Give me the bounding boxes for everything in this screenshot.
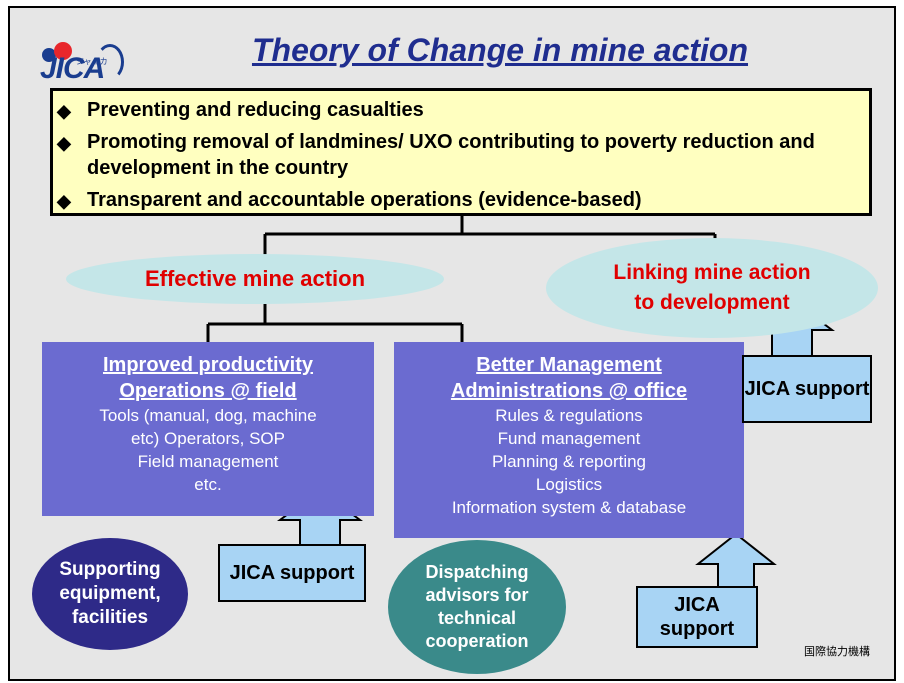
management-line: Logistics bbox=[535, 475, 603, 494]
jica-support-box-management: JICA support bbox=[636, 586, 758, 648]
goals-box: ◆ Preventing and reducing casualties ◆ P… bbox=[50, 88, 872, 216]
linking-label-line1: Linking mine action bbox=[613, 261, 811, 284]
equipment-line: Supporting bbox=[59, 559, 161, 580]
productivity-line: etc. bbox=[194, 475, 222, 494]
management-line: Information system & database bbox=[451, 498, 687, 517]
logo-dot-red bbox=[54, 42, 72, 60]
advisors-line: technical bbox=[437, 608, 517, 628]
goal-item: ◆ Preventing and reducing casualties bbox=[57, 97, 827, 123]
management-heading: Better Management bbox=[476, 354, 662, 376]
goal-text: Transparent and accountable operations (… bbox=[87, 189, 642, 211]
management-line: Rules & regulations bbox=[495, 406, 643, 425]
productivity-line: Field management bbox=[137, 452, 279, 471]
logo-word: JICA bbox=[40, 52, 105, 85]
jica-support-box-linking: JICA support bbox=[742, 355, 872, 423]
productivity-line: etc) Operators, SOP bbox=[131, 429, 285, 448]
management-subheading: Administrations @ office bbox=[450, 380, 688, 402]
productivity-line: Tools (manual, dog, machine bbox=[99, 406, 317, 425]
linking-label-line2: to development bbox=[634, 291, 790, 314]
diamond-bullet-icon: ◆ bbox=[57, 191, 71, 211]
linking-development-ellipse: Linking mine action to development bbox=[546, 238, 878, 338]
productivity-heading: Improved productivity bbox=[102, 354, 314, 376]
diamond-bullet-icon: ◆ bbox=[57, 133, 71, 153]
effective-mine-action-ellipse: Effective mine action bbox=[66, 254, 444, 304]
productivity-subheading: Operations @ field bbox=[119, 380, 297, 402]
effective-mine-action-label: Effective mine action bbox=[144, 266, 366, 291]
equipment-line: facilities bbox=[71, 607, 149, 628]
management-line: Planning & reporting bbox=[491, 452, 647, 471]
goal-item: ◆ Promoting removal of landmines/ UXO co… bbox=[57, 129, 827, 181]
logo-dot-blue bbox=[42, 48, 56, 62]
slide-title: Theory of Change in mine action bbox=[251, 32, 749, 68]
jica-support-label: JICA support bbox=[659, 594, 735, 640]
diamond-bullet-icon: ◆ bbox=[57, 101, 71, 121]
logo-kana: ジャイカ bbox=[76, 57, 108, 66]
supporting-equipment-circle: Supporting equipment, facilities bbox=[32, 538, 188, 650]
advisors-line: advisors for bbox=[425, 585, 529, 605]
advisors-line: Dispatching bbox=[425, 562, 529, 582]
jica-support-label: JICA support bbox=[229, 562, 355, 584]
advisors-line: cooperation bbox=[425, 631, 529, 651]
dispatching-advisors-circle: Dispatching advisors for technical coope… bbox=[388, 540, 566, 674]
footer-org-name: 国際協力機構 bbox=[804, 646, 870, 658]
equipment-line: equipment, bbox=[59, 583, 161, 604]
logo-arc bbox=[96, 44, 124, 80]
jica-logo: JICA ジャイカ bbox=[38, 38, 124, 90]
slide: JICA ジャイカ Theory of Change in mine actio… bbox=[8, 6, 896, 681]
jica-support-label: JICA support bbox=[744, 378, 870, 400]
jica-support-box-productivity: JICA support bbox=[218, 544, 366, 602]
management-box: Better Management Administrations @ offi… bbox=[394, 342, 744, 538]
goal-text: Preventing and reducing casualties bbox=[87, 99, 424, 121]
goal-text: Promoting removal of landmines/ UXO cont… bbox=[87, 131, 815, 179]
up-arrow-management bbox=[695, 532, 777, 589]
goal-item: ◆ Transparent and accountable operations… bbox=[57, 187, 827, 213]
productivity-box: Improved productivity Operations @ field… bbox=[42, 342, 374, 516]
management-line: Fund management bbox=[497, 429, 641, 448]
connector-diagram bbox=[206, 214, 835, 589]
